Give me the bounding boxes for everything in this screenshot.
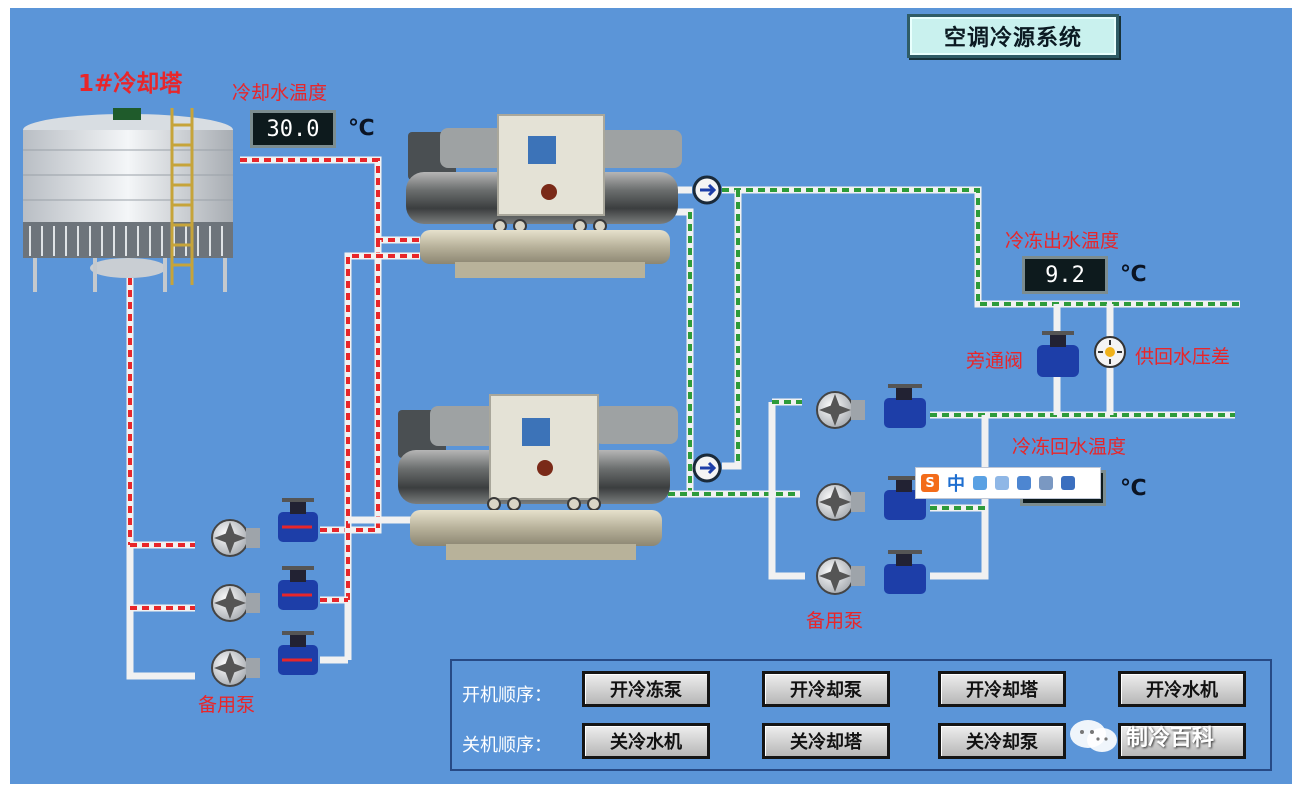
ime-toolbar[interactable]: S 中 [915, 467, 1101, 499]
system-title: 空调冷源系统 [907, 14, 1119, 58]
pressure-gauge [1094, 336, 1126, 368]
ime-keyboard-icon[interactable] [1017, 476, 1031, 490]
chilled-return-temp-unit: ℃ [1120, 476, 1147, 501]
ime-punct-icon[interactable] [995, 476, 1009, 490]
chiller-unit-2[interactable] [398, 394, 678, 560]
chilled-pump-standby[interactable] [816, 557, 865, 595]
chilled-supply-temp-label: 冷冻出水温度 [1005, 230, 1120, 252]
cooling-water-temp-label: 冷却水温度 [232, 82, 328, 104]
ime-moon-icon[interactable] [973, 476, 987, 490]
watermark-text: 制冷百科 [1126, 726, 1215, 751]
cooling-tower-label: 1#冷却塔 [78, 71, 183, 97]
standby-pump-label-right: 备用泵 [806, 610, 864, 632]
stop-chiller-button[interactable]: 关冷水机 [582, 723, 710, 759]
ime-user-icon[interactable] [1039, 476, 1053, 490]
cooling-water-pipes [126, 156, 420, 680]
wechat-icon [1070, 720, 1117, 752]
chiller-unit-1[interactable] [406, 114, 682, 278]
tower-ladder [170, 108, 194, 285]
cooling-pump-standby[interactable] [211, 649, 260, 687]
cooling-valve-standby[interactable] [278, 631, 318, 675]
ime-mode-toggle[interactable]: 中 [947, 474, 965, 495]
start-cooling-pump-button[interactable]: 开冷却泵 [762, 671, 890, 707]
chilled-return-temp-label: 冷冻回水温度 [1012, 436, 1127, 458]
flow-indicator-chiller-2 [692, 453, 722, 483]
chilled-supply-temp-readout: 9.2 [1022, 256, 1108, 294]
cooling-water-temp-readout: 30.0 [250, 110, 336, 148]
chilled-valve-1[interactable] [884, 384, 926, 428]
standby-pump-label-left: 备用泵 [198, 694, 256, 716]
chilled-pump-2[interactable] [816, 483, 865, 521]
start-sequence-label: 开机顺序： [462, 685, 552, 706]
start-chilled-pump-button[interactable]: 开冷冻泵 [582, 671, 710, 707]
cooling-pump-1[interactable] [211, 519, 260, 557]
cooling-tower-1[interactable] [23, 108, 233, 292]
bypass-valve-label: 旁通阀 [966, 350, 1024, 372]
cooling-water-temp-unit: ℃ [348, 116, 375, 141]
start-cooling-tower-button[interactable]: 开冷却塔 [938, 671, 1066, 707]
stop-cooling-pump-button[interactable]: 关冷却泵 [938, 723, 1066, 759]
control-panel: 开机顺序： 关机顺序： 开冷冻泵 开冷却泵 开冷却塔 开冷水机 关冷水机 关冷却… [450, 659, 1272, 771]
chilled-water-pipes [668, 186, 1240, 580]
cooling-valve-1[interactable] [278, 498, 318, 542]
start-chiller-button[interactable]: 开冷水机 [1118, 671, 1246, 707]
stop-chilled-pump-button[interactable] [1118, 723, 1246, 759]
ime-brand-icon[interactable]: S [921, 474, 939, 492]
chilled-supply-temp-unit: ℃ [1120, 262, 1147, 287]
pipe-network [126, 156, 1240, 680]
chilled-pump-1[interactable] [816, 391, 865, 429]
stop-sequence-label: 关机顺序： [462, 735, 552, 756]
cooling-pump-2[interactable] [211, 584, 260, 622]
flow-indicator-chiller-1 [692, 175, 722, 205]
chilled-valve-standby[interactable] [884, 550, 926, 594]
cooling-valve-2[interactable] [278, 566, 318, 610]
ime-tools-icon[interactable] [1061, 476, 1075, 490]
bypass-valve[interactable] [1037, 331, 1079, 377]
watermark: 制冷百科 [1068, 718, 1214, 754]
stop-cooling-tower-button[interactable]: 关冷却塔 [762, 723, 890, 759]
pressure-diff-label: 供回水压差 [1135, 346, 1231, 368]
